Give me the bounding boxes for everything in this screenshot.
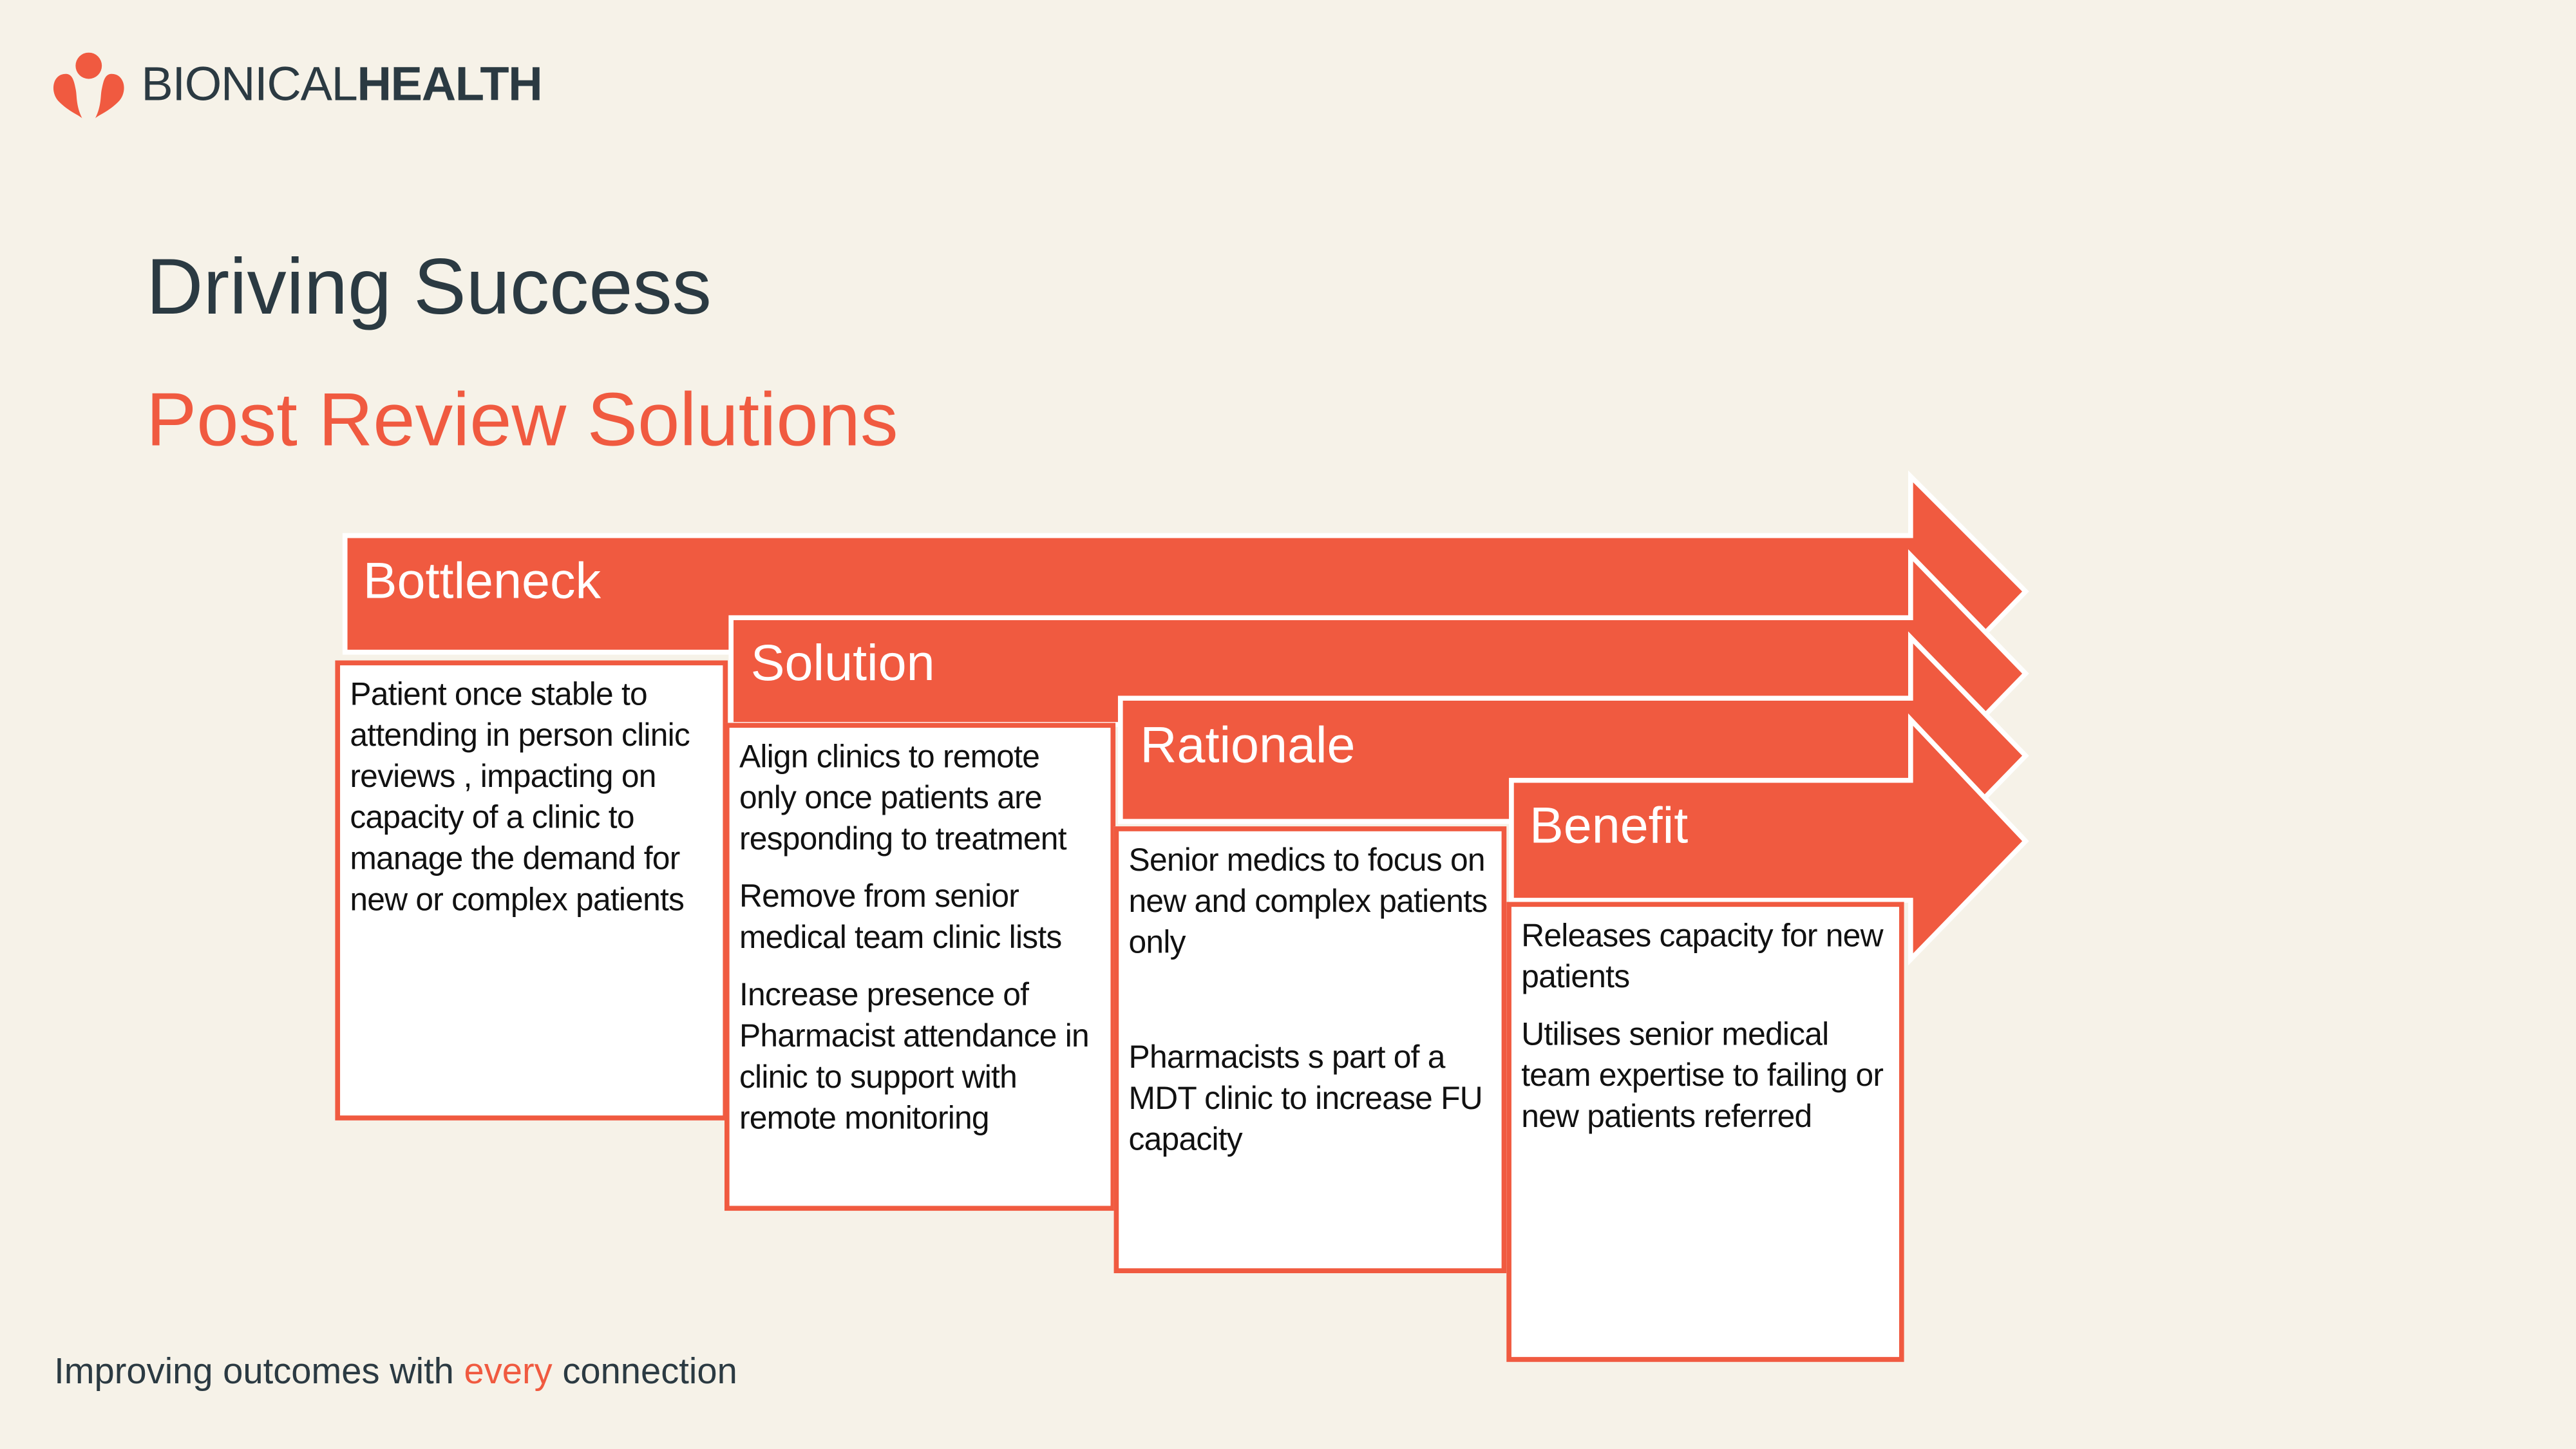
- stage-label-solution: Solution: [750, 634, 935, 692]
- solution-item: Remove from senior medical team clinic l…: [739, 878, 1062, 956]
- brand-name-bold: HEALTH: [357, 58, 543, 111]
- bottleneck-box: Patient once stable to attending in pers…: [335, 660, 728, 1121]
- benefit-item: Releases capacity for new patients: [1521, 918, 1883, 996]
- page-subtitle: Post Review Solutions: [146, 376, 898, 462]
- rationale-item: Senior medics to focus on new and comple…: [1128, 842, 1488, 961]
- footer-tagline: Improving outcomes with every connection: [54, 1350, 737, 1393]
- solution-item: Increase presence of Pharmacist attendan…: [739, 977, 1090, 1137]
- brand-logo: BIONICALHEALTH: [50, 50, 543, 122]
- stage-label-benefit: Benefit: [1529, 797, 1689, 855]
- bionical-logo-icon: [53, 52, 124, 118]
- rationale-item: Pharmacists s part of a MDT clinic to in…: [1128, 1039, 1483, 1159]
- stage-label-bottleneck: Bottleneck: [363, 552, 601, 610]
- solution-item: Align clinics to remote only once patien…: [739, 739, 1067, 858]
- arrow-benefit: [1509, 713, 2029, 966]
- benefit-box: Releases capacity for new patients Utili…: [1506, 902, 1904, 1362]
- tagline-end: connection: [552, 1350, 737, 1392]
- rationale-box: Senior medics to focus on new and comple…: [1113, 826, 1507, 1274]
- brand-name: BIONICALHEALTH: [141, 59, 542, 113]
- page-title: Driving Success: [146, 245, 712, 332]
- tagline-start: Improving outcomes with: [54, 1350, 464, 1392]
- tagline-accent: every: [464, 1350, 553, 1392]
- stage-label-rationale: Rationale: [1140, 716, 1356, 774]
- benefit-item: Utilises senior medical team expertise t…: [1521, 1017, 1884, 1135]
- solution-box: Align clinics to remote only once patien…: [724, 723, 1116, 1211]
- brand-name-light: BIONICAL: [141, 58, 357, 111]
- bottleneck-text: Patient once stable to attending in pers…: [350, 677, 690, 919]
